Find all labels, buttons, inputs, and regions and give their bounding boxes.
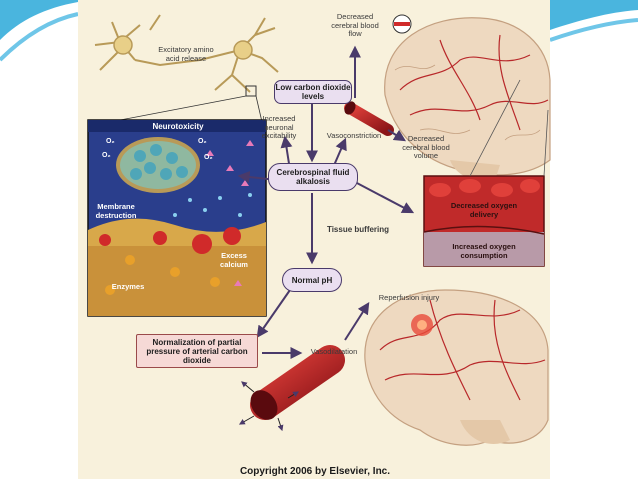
o2-label-2: O₂: [102, 152, 111, 159]
neurotoxicity-inset: [87, 119, 267, 317]
oxygen-delivery-box: [423, 175, 545, 267]
o2-label-1: O₂: [106, 138, 115, 145]
vasoconstriction-label: Vasoconstriction: [326, 131, 382, 140]
excitatory-label: Excitatory amino acid release: [158, 45, 214, 63]
normalization-box: Normalization of partial pressure of art…: [136, 334, 258, 368]
normal-ph-box: Normal pH: [282, 268, 342, 292]
membrane-destruction-label: Membrane destruction: [95, 202, 137, 220]
o2-label-3: O₂: [198, 138, 207, 145]
vessel-dilated: [250, 345, 345, 420]
o2-label-4: O₂: [204, 154, 213, 161]
vessel-constricted: [344, 101, 394, 136]
increased-excitability-label: Increased neuronal excitability: [261, 114, 297, 140]
brain-bottom: [364, 289, 549, 446]
copyright-text: Copyright 2006 by Elsevier, Inc.: [239, 466, 391, 477]
decreased-oxygen-delivery-label: Decreased oxygen delivery: [450, 201, 518, 219]
increased-oxygen-consumption-label: Increased oxygen consumption: [452, 242, 516, 260]
decreased-volume-label: Decreased cerebral blood volume: [402, 134, 450, 160]
neuron-illustration: [94, 14, 279, 93]
vasodilatation-label: Vasodilatation: [310, 347, 358, 356]
decreased-flow-label: Decreased cerebral blood flow: [331, 12, 379, 38]
csf-alkalosis-box: Cerebrospinal fluid alkalosis: [268, 163, 358, 191]
brain-top: [384, 17, 551, 182]
reperfusion-label: Reperfusion injury: [378, 293, 440, 302]
excess-calcium-label: Excess calcium: [220, 251, 248, 269]
neurotoxicity-title: Neurotoxicity: [152, 122, 204, 131]
tissue-buffering-label: Tissue buffering: [326, 225, 390, 234]
enzymes-label: Enzymes: [111, 282, 145, 291]
low-co2-box: Low carbon dioxide levels: [274, 80, 352, 104]
